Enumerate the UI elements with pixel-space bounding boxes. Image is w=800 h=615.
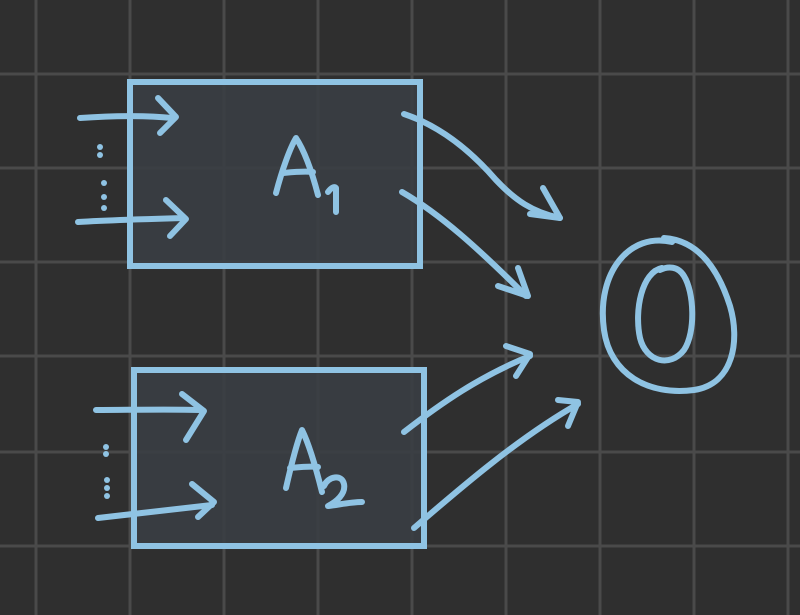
label-subscript-1: [325, 184, 339, 215]
box-a2-label: [283, 427, 365, 509]
input-arrow-shaft: [95, 502, 215, 521]
label-subscript-2: [321, 474, 365, 509]
arrow-icon: [155, 95, 179, 136]
arrow-icon: [189, 481, 217, 520]
box-a1-inputs: [75, 95, 189, 239]
output-node: 0: [599, 235, 738, 394]
arrow-icon: [495, 265, 531, 299]
arrow-icon: [555, 397, 581, 429]
output-arrow-shaft: [401, 111, 563, 221]
arrow-icon: [527, 185, 563, 221]
input-arrow-shaft: [75, 215, 187, 225]
box-a1-rect: [127, 79, 423, 269]
arrow-icon: [179, 391, 207, 443]
input-arrow-shaft: [77, 113, 175, 121]
box-a1: A1: [75, 79, 423, 269]
output-arrows: [399, 111, 581, 531]
box-a1-label: [273, 135, 339, 215]
ellipsis-dots-icon: [97, 144, 107, 211]
arrow-icon: [503, 343, 533, 379]
output-arrow-shaft: [401, 353, 533, 435]
ellipsis-dots-icon: [103, 444, 110, 499]
output-arrow-shaft: [399, 189, 529, 299]
arrow-icon: [163, 197, 189, 239]
output-node-circle: [599, 235, 738, 394]
box-a2-rect: [131, 367, 427, 549]
output-arrow-shaft: [411, 401, 581, 531]
box-a2-inputs: [93, 391, 217, 521]
output-node-label-glyph: [635, 264, 696, 364]
box-a2: A2: [93, 367, 427, 549]
